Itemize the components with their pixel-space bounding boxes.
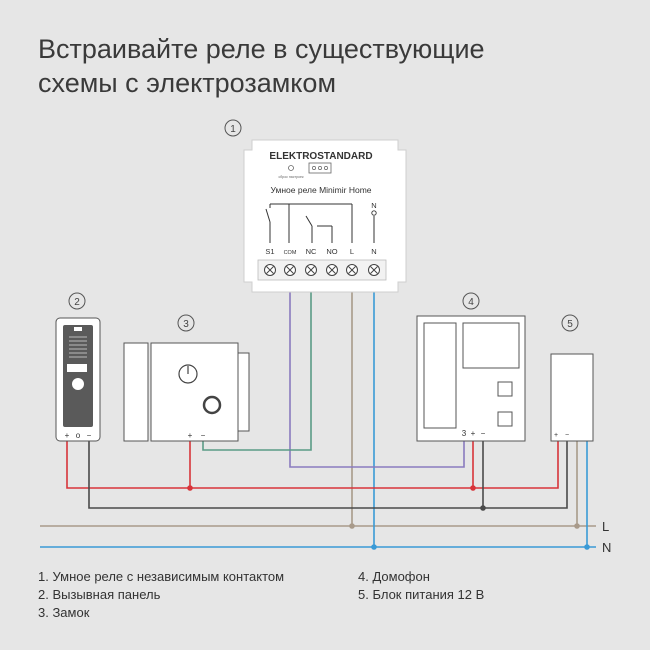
- terminal-screw-icon: [346, 264, 358, 276]
- l-line-label: L: [602, 519, 609, 534]
- terminal-label-s1: S1: [265, 247, 274, 256]
- smart-relay: 1 ELEKTROSTANDARD сброс настроек Умное р…: [224, 119, 407, 293]
- legend-item-1: 1. Умное реле с независимым контактом: [38, 569, 285, 584]
- psu-minus: −: [565, 432, 569, 439]
- terminal-screws: [264, 264, 380, 276]
- intercom-button-icon: [497, 381, 513, 397]
- junction-dot: [371, 544, 377, 550]
- schematic-node: [371, 210, 377, 216]
- camera-icon: [74, 327, 82, 331]
- led-icon: [324, 166, 328, 170]
- relay-brand: ELEKTROSTANDARD: [269, 151, 372, 162]
- panel-circle: o: [76, 431, 81, 440]
- terminal-label-l: L: [350, 247, 354, 256]
- speaker-grille-icon: [69, 336, 87, 358]
- relay-inner-n: N: [371, 201, 376, 210]
- strike-plate: [123, 342, 149, 442]
- intercom-minus: −: [481, 429, 486, 438]
- call-panel: 2 + o −: [55, 292, 101, 442]
- junction-dot: [584, 544, 590, 550]
- junctions: [187, 485, 590, 550]
- reset-button-icon: [288, 165, 294, 171]
- title-line-1: Встраивайте реле в существующие: [38, 34, 485, 64]
- psu-plus: +: [554, 432, 558, 439]
- terminal-screw-icon: [264, 264, 276, 276]
- electric-lock: 3 + −: [123, 314, 250, 442]
- device-number: 2: [74, 297, 80, 308]
- reset-label: сброс настроек: [279, 175, 304, 179]
- terminal-screw-icon: [326, 264, 338, 276]
- device-number-circle: [68, 292, 86, 310]
- intercom: 4 3 + −: [416, 292, 526, 442]
- legend-item-2: 2. Вызывная панель: [38, 587, 161, 602]
- relay-no-wire: [202, 288, 312, 451]
- junction-dot: [470, 485, 476, 491]
- relay-body: [243, 139, 407, 293]
- psu-body: [550, 353, 594, 442]
- junction-dot: [480, 505, 486, 511]
- wires: [40, 288, 596, 548]
- device-number: 5: [567, 319, 573, 330]
- legend-item-3: 3. Замок: [38, 605, 90, 620]
- junction-dot: [187, 485, 193, 491]
- device-number: 3: [183, 319, 189, 330]
- device-number: 1: [230, 124, 236, 135]
- n-line-label: N: [602, 540, 611, 555]
- device-number-circle: [224, 119, 242, 137]
- terminal-label-com: COM: [284, 250, 297, 256]
- terminal-label-no: NO: [326, 247, 337, 256]
- terminal-label-n: N: [371, 247, 376, 256]
- screen: [462, 322, 520, 369]
- device-number-circle: [561, 314, 579, 332]
- legend-item-5: 5. Блок питания 12 В: [358, 587, 485, 602]
- dark-minus-wire: [88, 441, 568, 509]
- terminal-screw-icon: [368, 264, 380, 276]
- junction-dot: [574, 523, 580, 529]
- key-cylinder-icon: [202, 395, 222, 415]
- intercom-3: 3: [462, 429, 467, 438]
- intercom-plus: +: [471, 429, 476, 438]
- panel-plus: +: [65, 431, 70, 440]
- legend-item-4: 4. Домофон: [358, 569, 430, 584]
- led-icon: [312, 166, 316, 170]
- panel-minus: −: [87, 431, 92, 440]
- device-number-circle: [462, 292, 480, 310]
- handset-icon: [423, 322, 457, 429]
- lock-bolt: [237, 352, 250, 432]
- junction-dot: [349, 523, 355, 529]
- device-number-circle: [177, 314, 195, 332]
- terminal-strip: [257, 259, 387, 281]
- terminal-labels: S1 COM NC NO L N: [265, 247, 376, 256]
- intercom-button-icon: [497, 411, 513, 427]
- panel-face: [63, 325, 93, 427]
- title-line-2: схемы с электрозамком: [38, 68, 337, 98]
- name-plate: [67, 364, 87, 372]
- call-button-icon: [72, 378, 84, 390]
- led-block: [308, 162, 332, 174]
- terminal-screw-icon: [284, 264, 296, 276]
- red-plus-wire: [66, 441, 559, 489]
- terminal-screw-icon: [305, 264, 317, 276]
- power-supply: 5 + −: [550, 314, 594, 442]
- led-icon: [318, 166, 322, 170]
- relay-com-wire: [289, 288, 465, 468]
- relay-model: Умное реле Minimir Home: [270, 185, 371, 195]
- lock-plus: +: [188, 431, 193, 440]
- lock-minus: −: [201, 431, 206, 440]
- lock-body: [150, 342, 239, 442]
- device-number: 4: [468, 297, 474, 308]
- page-title: Встраивайте реле в существующие схемы с …: [38, 32, 485, 100]
- relay-schematic: [265, 203, 375, 243]
- terminal-label-nc: NC: [306, 247, 317, 256]
